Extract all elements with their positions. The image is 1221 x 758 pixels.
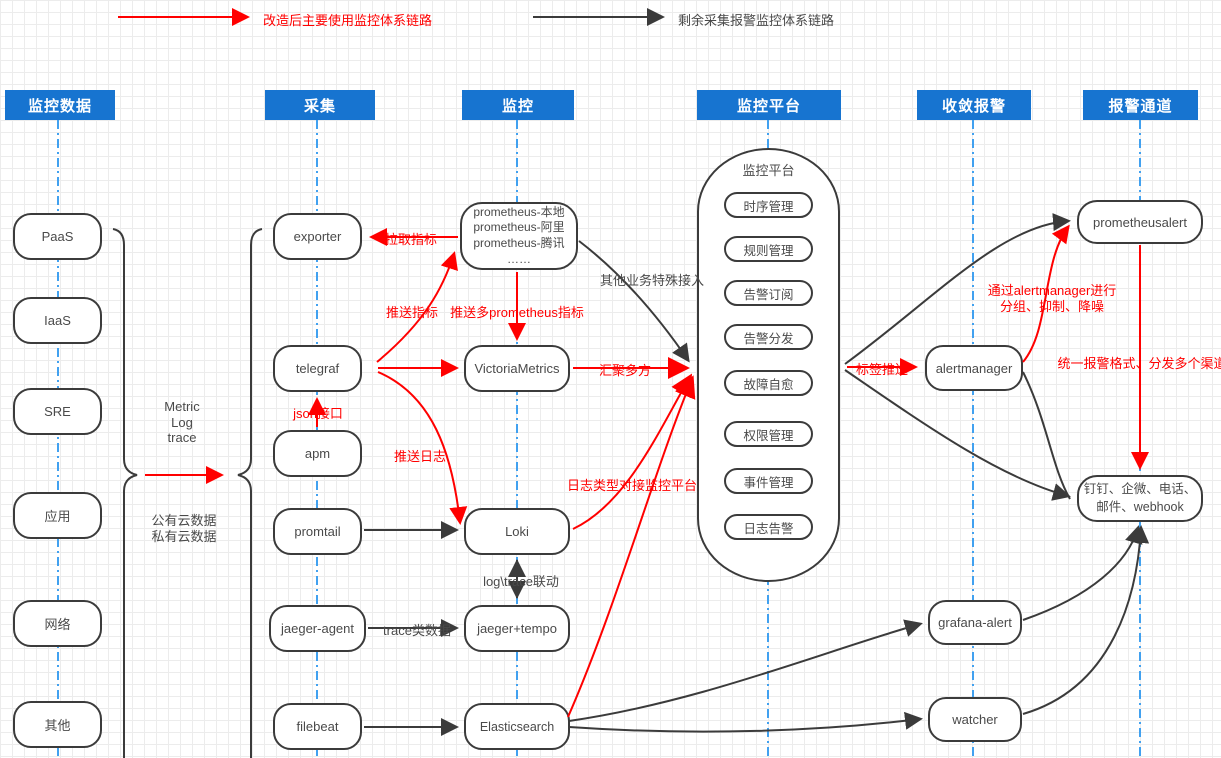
- legend-black-label: 剩余采集报警监控体系链路: [678, 13, 835, 28]
- label-label-push: 标签推送: [855, 362, 909, 377]
- header-platform[interactable]: 监控平台: [697, 90, 841, 120]
- label-aggregate-multi: 汇聚多方: [598, 363, 652, 378]
- node-prometheus-group[interactable]: prometheus-本地 prometheus-阿里 prometheus-腾…: [460, 202, 578, 270]
- label-trace-data: trace类数据: [383, 623, 451, 638]
- header-monitor-data[interactable]: 监控数据: [5, 90, 115, 120]
- label-other-biz-access: 其他业务特殊接入: [599, 273, 705, 288]
- label-push-logs: 推送日志: [393, 449, 447, 464]
- legend-red-label: 改造后主要使用监控体系链路: [263, 13, 433, 28]
- label-log-type-access: 日志类型对接监控平台: [566, 478, 698, 493]
- label-metric-log-trace: Metric Log trace: [164, 399, 200, 446]
- label-via-alertmanager: 通过alertmanager进行 分组、抑制、降噪: [987, 283, 1117, 314]
- label-push-multi-prometheus: 推送多prometheus指标: [450, 305, 584, 320]
- label-unified-format: 统一报警格式、分发多个渠道: [1057, 356, 1221, 371]
- header-collect[interactable]: 采集: [265, 90, 375, 120]
- label-push-metrics: 推送指标: [385, 305, 439, 320]
- label-pull-metrics: 拉取指标: [384, 232, 438, 247]
- node-grafana-alert[interactable]: grafana-alert: [928, 600, 1022, 645]
- header-alert-channel[interactable]: 报警通道: [1083, 90, 1198, 120]
- label-json-api: json接口: [293, 406, 343, 421]
- header-monitor[interactable]: 监控: [462, 90, 574, 120]
- label-log-trace-link: log\trace联动: [483, 574, 559, 589]
- header-converge-alert[interactable]: 收敛报警: [917, 90, 1031, 120]
- node-watcher[interactable]: watcher: [928, 697, 1022, 742]
- label-cloud-data: 公有云数据 私有云数据: [151, 513, 217, 544]
